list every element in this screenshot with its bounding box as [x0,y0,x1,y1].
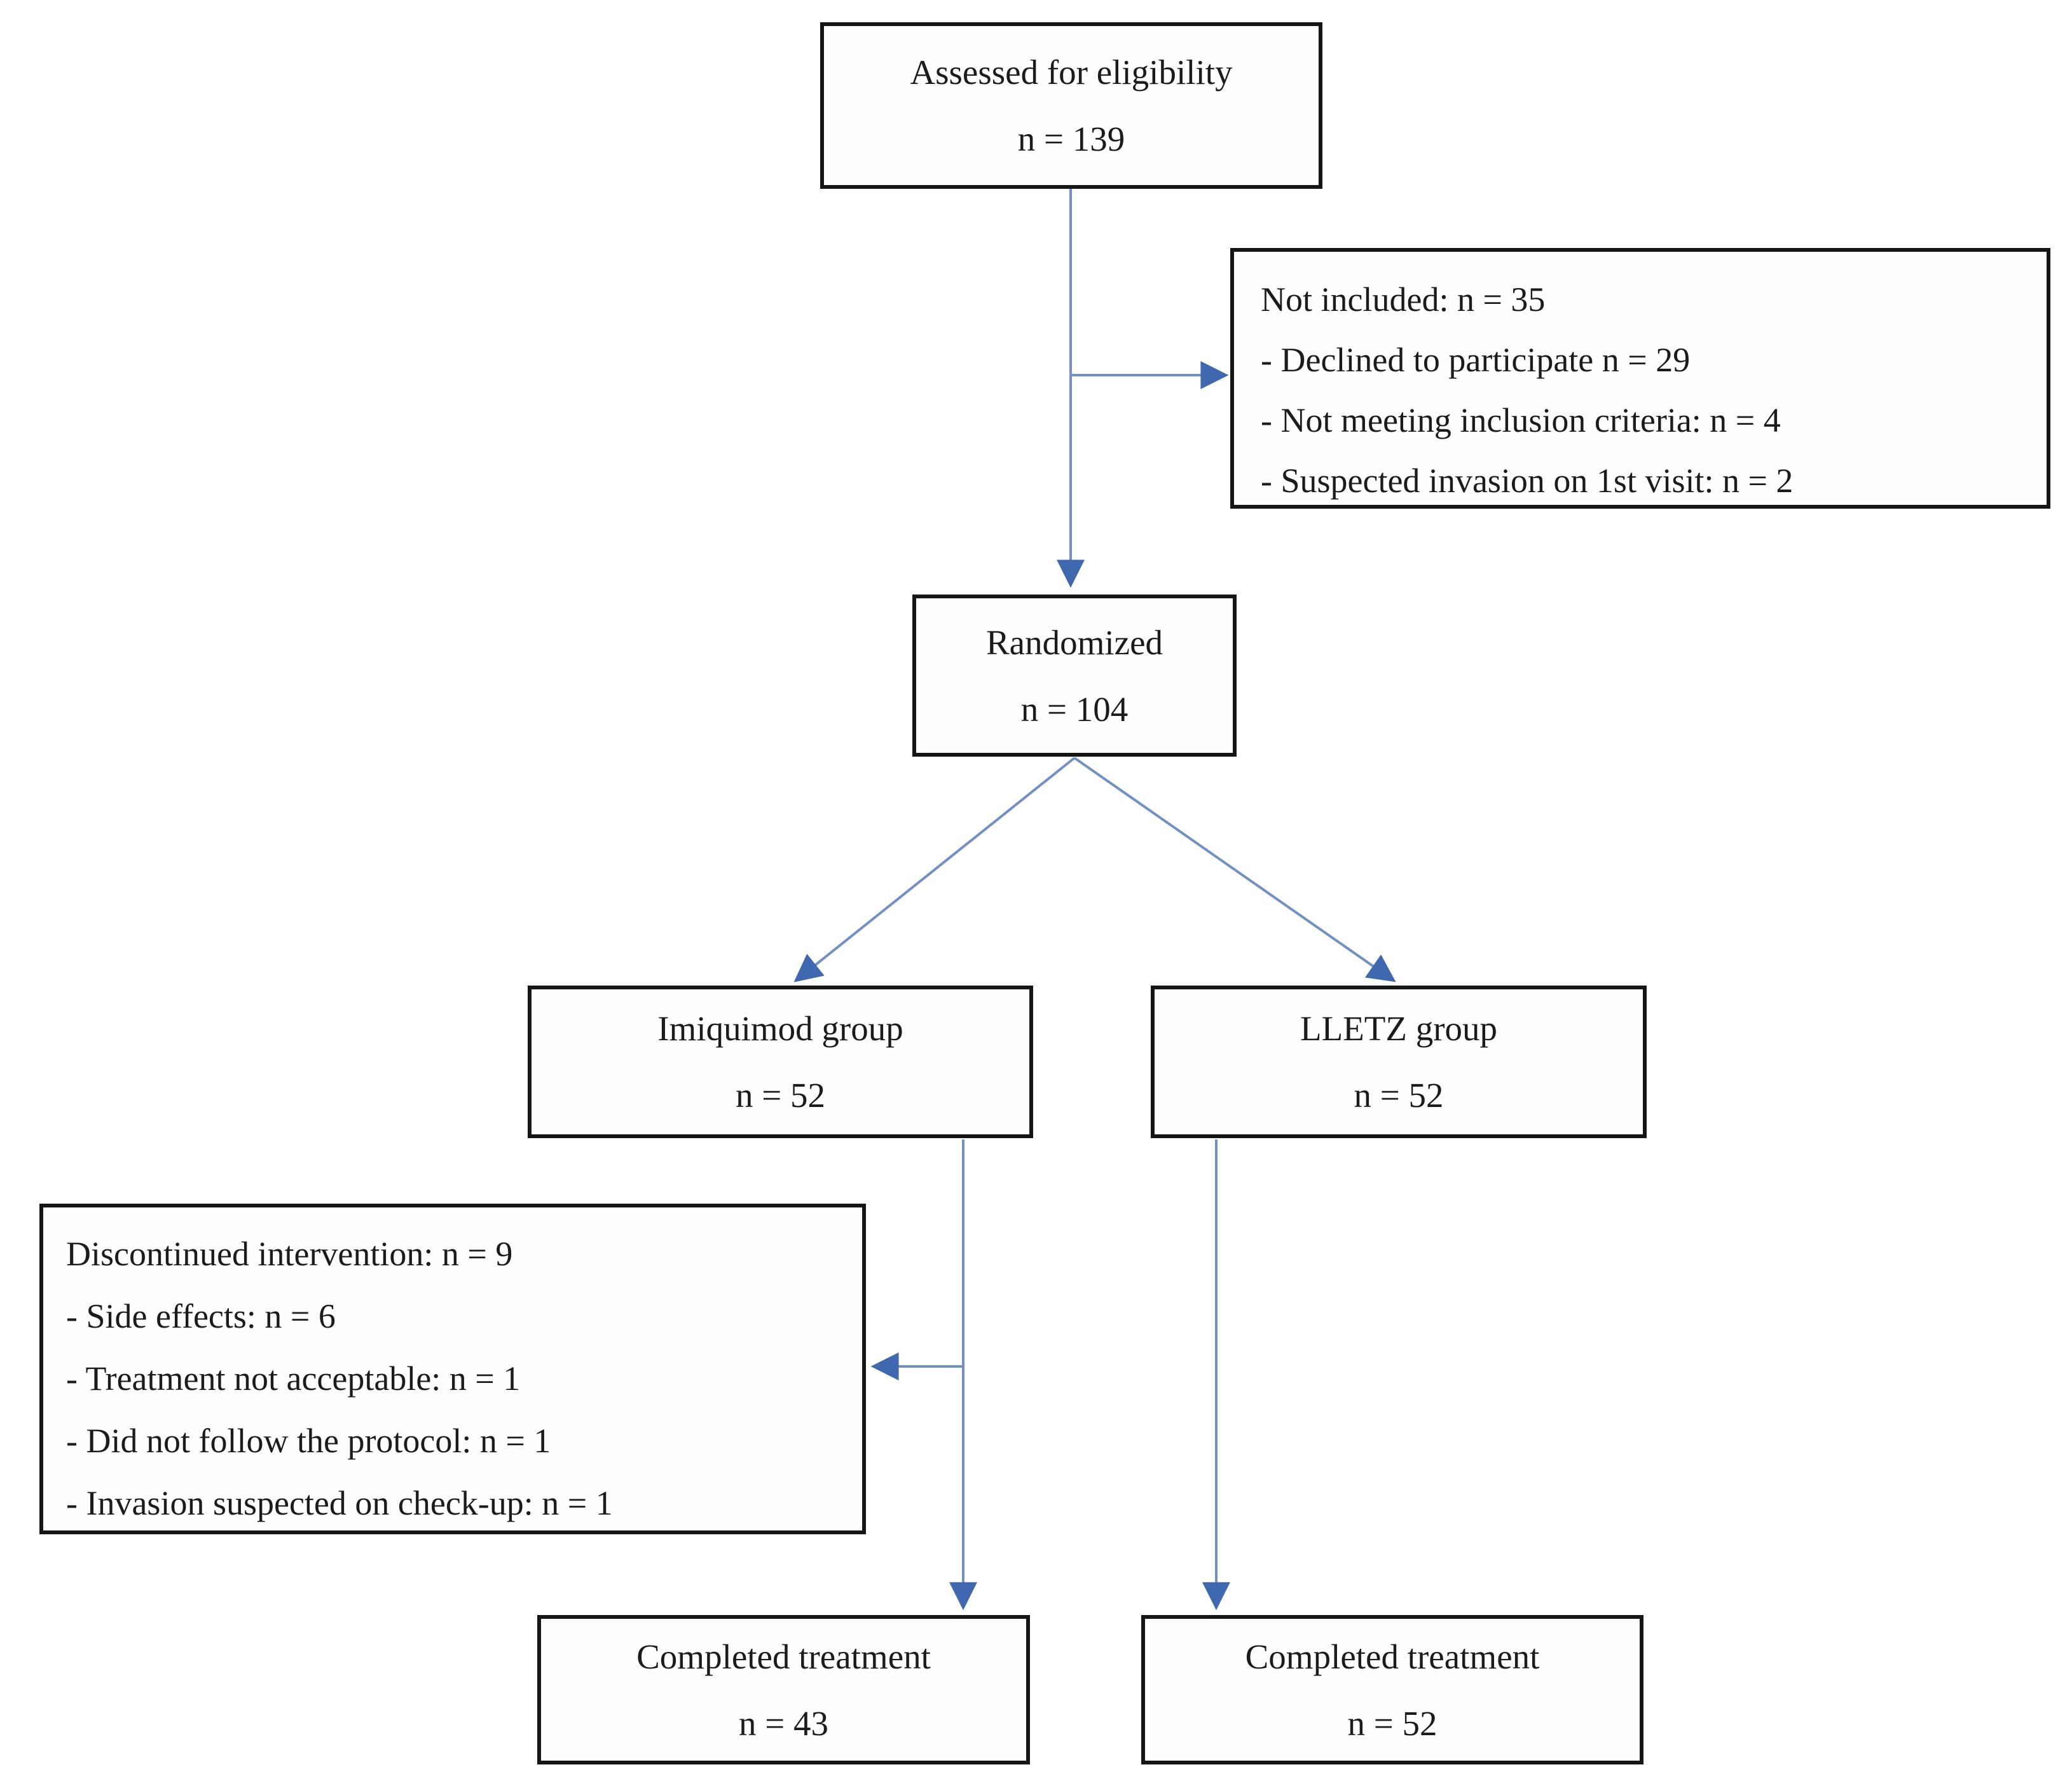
box-line: - Declined to participate n = 29 [1261,341,1691,379]
completed-imiquimod-box: Completed treatment n = 43 [537,1615,1030,1764]
lletz-group-box: LLETZ group n = 52 [1151,986,1647,1138]
box-line: - Invasion suspected on check-up: n = 1 [66,1484,613,1522]
box-line: - Suspected invasion on 1st visit: n = 2 [1261,462,1794,500]
randomized-box: Randomized n = 104 [912,595,1237,757]
box-line: Not included: n = 35 [1261,280,1546,319]
box-line: Randomized [986,622,1163,662]
arrow-randomized-to-lletz [1073,757,1396,982]
box-line: Completed treatment [636,1637,931,1676]
arrow-randomized-to-imiquimod [793,757,1076,982]
box-line: Imiquimod group [657,1009,903,1048]
box-line: n = 43 [738,1703,829,1743]
box-line: Completed treatment [1245,1637,1540,1676]
box-line: - Side effects: n = 6 [66,1297,336,1335]
discontinued-box: Discontinued intervention: n = 9 - Side … [39,1204,866,1534]
box-line: n = 52 [1347,1703,1437,1743]
imiquimod-group-box: Imiquimod group n = 52 [528,986,1033,1138]
box-line: Discontinued intervention: n = 9 [66,1235,513,1273]
box-line: - Not meeting inclusion criteria: n = 4 [1261,401,1781,439]
box-line: n = 139 [1017,120,1125,158]
box-line: n = 52 [735,1076,826,1115]
box-line: n = 52 [1354,1076,1444,1115]
box-line: LLETZ group [1300,1009,1498,1048]
not-included-box: Not included: n = 35 - Declined to parti… [1230,248,2050,509]
box-line: n = 104 [1020,689,1129,729]
completed-lletz-box: Completed treatment n = 52 [1141,1615,1643,1764]
box-line: - Treatment not acceptable: n = 1 [66,1359,521,1398]
box-line: Assessed for eligibility [910,53,1233,92]
assessed-box: Assessed for eligibility n = 139 [820,22,1322,189]
box-line: - Did not follow the protocol: n = 1 [66,1422,551,1460]
